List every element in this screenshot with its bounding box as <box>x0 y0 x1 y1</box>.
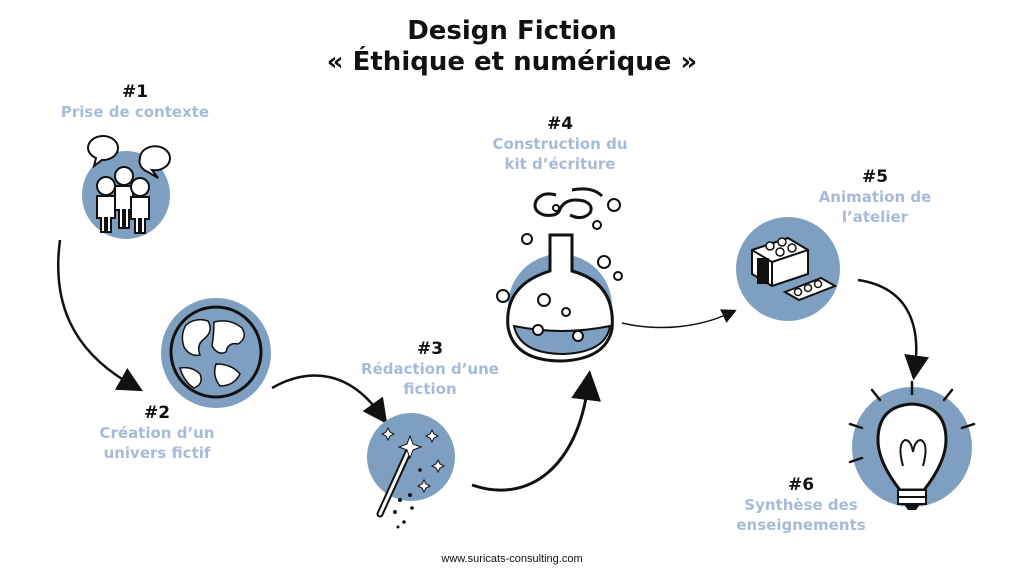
title-line-2: « Éthique et numérique » <box>326 47 698 77</box>
stage-title-line: Rédaction d’une <box>361 360 499 378</box>
stage-2-label: #2 Création d’un univers fictif <box>62 403 252 463</box>
stage-title-line: enseignements <box>736 516 866 534</box>
stage-title-line: Construction du <box>492 135 628 153</box>
flow-arrow-3-4 <box>471 370 602 492</box>
globe-icon <box>161 298 271 408</box>
stage-number: #4 <box>546 114 574 134</box>
flow-arrow-5-6 <box>857 278 930 381</box>
stage-title-line: kit d’écriture <box>504 155 616 173</box>
flow-arrow-1-2 <box>56 239 143 392</box>
stage-number: #5 <box>861 167 889 187</box>
website-credit: www.suricats-consulting.com <box>441 553 583 565</box>
stage-title-line: Animation de <box>818 188 932 206</box>
light-bulb-icon <box>848 380 976 510</box>
stage-title-line: Création d’un <box>99 424 215 442</box>
flow-arrow-2-3 <box>271 374 388 425</box>
people-icon <box>82 135 171 239</box>
flask-icon <box>496 187 623 363</box>
stage-number: #1 <box>121 82 149 102</box>
flow-arrow-4-5 <box>621 309 737 329</box>
title-line-1: Design Fiction <box>407 16 617 46</box>
stage-3-label: #3 Rédaction d’une fiction <box>335 339 525 399</box>
page-title: Design Fiction « Éthique et numérique » <box>0 16 1024 78</box>
stage-4-label: #4 Construction du kit d’écriture <box>465 114 655 174</box>
stage-title-line: fiction <box>403 380 457 398</box>
stage-title-line: Prise de contexte <box>60 103 210 121</box>
stage-5-label: #5 Animation de l’atelier <box>780 167 970 227</box>
stage-6-label: #6 Synthèse des enseignements <box>706 475 896 535</box>
stage-number: #3 <box>416 339 444 359</box>
stage-title-line: univers fictif <box>103 444 211 462</box>
stage-number: #6 <box>787 475 815 495</box>
magic-wand-icon <box>367 413 455 529</box>
stage-title-line: l’atelier <box>841 208 909 226</box>
stage-title-line: Synthèse des <box>744 496 858 514</box>
lego-bricks-icon <box>736 217 840 321</box>
stage-number: #2 <box>143 403 171 423</box>
stage-1-label: #1 Prise de contexte <box>40 82 230 122</box>
